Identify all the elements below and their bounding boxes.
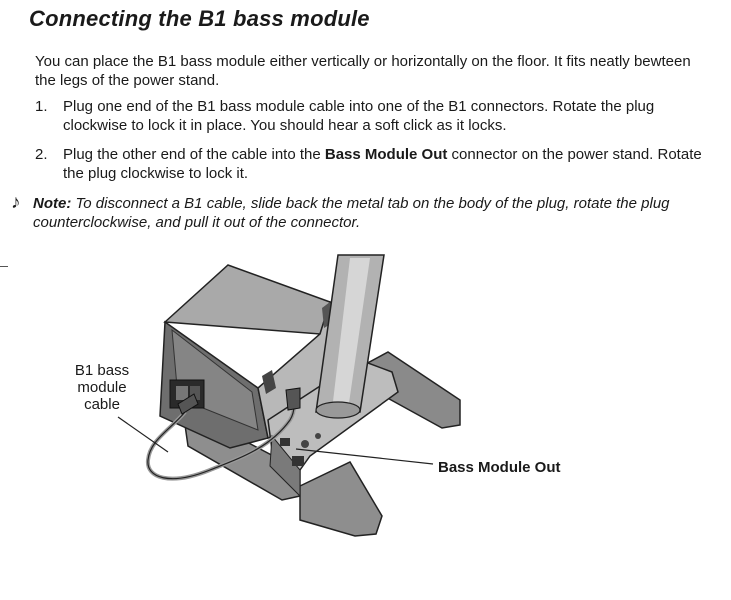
port-leader-line <box>295 448 434 465</box>
music-note-icon: ♪ <box>11 192 21 213</box>
callout-cable-line-2: module <box>77 379 127 396</box>
step-text: Plug one end of the B1 bass module cable… <box>63 98 655 134</box>
bass-module-illustration <box>117 254 461 537</box>
callout-bass-module-out: Bass Module Out <box>438 459 561 476</box>
note-text: To disconnect a B1 cable, slide back the… <box>33 195 670 231</box>
cable-plug-module-end <box>177 393 199 415</box>
step-number: 1. <box>35 98 48 115</box>
note-label: Note: <box>33 195 72 212</box>
bass-module-out-port <box>280 438 290 446</box>
step-text-before: Plug the other end of the cable into the <box>63 146 325 163</box>
stand-foot-front-right <box>299 461 383 537</box>
section-heading: Connecting the B1 bass module <box>29 6 370 31</box>
bass-module-out-term: Bass Module Out <box>324 146 448 163</box>
step-text: Plug the other end of the cable into the… <box>63 145 715 183</box>
cable-leader-line <box>117 416 169 453</box>
callout-cable: B1 bass module cable <box>62 362 142 413</box>
step-text-after: connector on the power stand. Rotate the… <box>63 146 702 182</box>
margin-mark <box>0 266 8 267</box>
step-1: 1. Plug one end of the B1 bass module ca… <box>35 97 715 135</box>
callout-cable-line-1: B1 bass <box>74 362 130 379</box>
note-block: ♪ Note: To disconnect a B1 cable, slide … <box>11 192 721 232</box>
step-2: 2. Plug the other end of the cable into … <box>35 145 715 183</box>
callout-cable-line-3: cable <box>84 396 120 413</box>
intro-paragraph: You can place the B1 bass module either … <box>35 53 691 89</box>
step-number: 2. <box>35 146 48 163</box>
cable-plug-stand-end <box>285 387 301 411</box>
bass-module-top <box>163 264 331 335</box>
